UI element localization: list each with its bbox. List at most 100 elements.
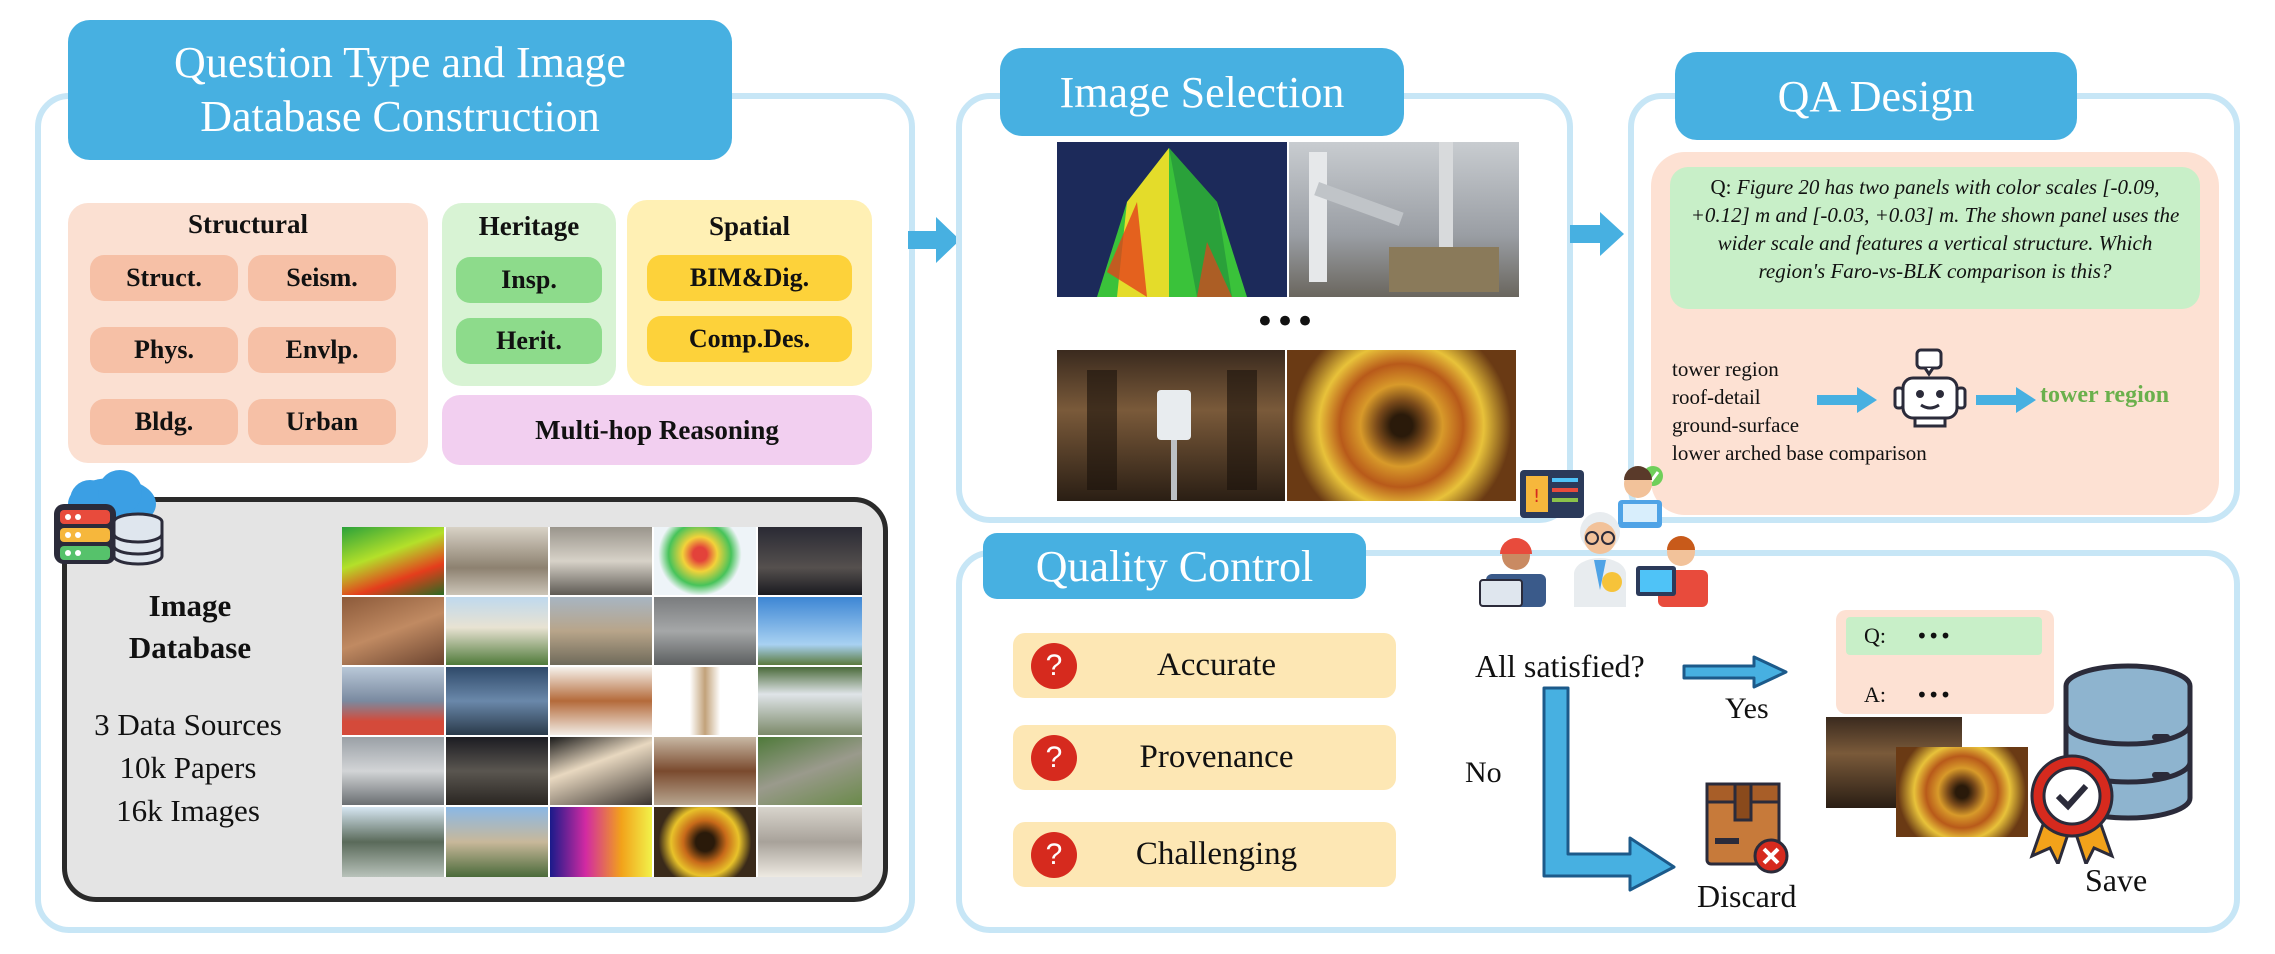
qa-question-prefix: Q: [1710, 175, 1732, 199]
grid-image [758, 597, 862, 665]
chip-bim-dig: BIM&Dig. [647, 255, 852, 301]
selected-image-robot-arms [1289, 142, 1519, 297]
qa-option: tower region [1672, 357, 1779, 381]
arrow-yes [1682, 654, 1790, 690]
save-label: Save [2085, 862, 2148, 898]
selected-image-tower-scan [1057, 142, 1287, 297]
saved-image-tunnel [1896, 747, 2028, 837]
grid-image [342, 527, 444, 595]
quality-title: Quality Control [983, 533, 1366, 599]
question-mark-icon: ? [1031, 734, 1077, 781]
heritage-category: Heritage Insp. Herit. [442, 203, 616, 386]
database-stats: 3 Data Sources 10k Papers 16k Images [68, 703, 308, 832]
arrow-to-qa [1570, 210, 1626, 258]
chip-envlp: Envlp. [248, 327, 396, 373]
grid-image [758, 527, 862, 595]
grid-image [550, 597, 652, 665]
cloud-database-icon [50, 470, 170, 580]
grid-image [342, 667, 444, 735]
qa-option: lower arched base comparison [1672, 441, 1927, 465]
image-grid [342, 527, 862, 877]
structural-title: Structural [188, 209, 308, 239]
qa-answer: tower region [2040, 382, 2170, 408]
criterion-accurate: ? Accurate [1013, 633, 1396, 698]
no-label: No [1465, 756, 1502, 789]
grid-image [654, 667, 756, 735]
stat-papers: 10k Papers [119, 750, 257, 785]
saved-q-dots: ••• [1916, 624, 1952, 648]
grid-image [550, 807, 652, 877]
arrow-to-robot [1817, 386, 1879, 414]
grid-image [446, 667, 548, 735]
arrow-no [1530, 684, 1680, 894]
selected-image-tunnel-scan [1287, 350, 1516, 501]
structural-category: Structural Struct. Seism. Phys. Envlp. B… [68, 203, 428, 463]
grid-image [654, 527, 756, 595]
chip-phys: Phys. [90, 327, 238, 373]
svg-text:!: ! [1533, 486, 1540, 507]
grid-image [758, 807, 862, 877]
grid-image [342, 737, 444, 805]
grid-image [654, 807, 756, 877]
chip-insp: Insp. [456, 257, 602, 303]
qa-question-box: Q: Figure 20 has two panels with color s… [1670, 167, 2200, 309]
all-satisfied-question: All satisfied? [1475, 648, 1645, 684]
grid-image [446, 737, 548, 805]
qa-option: roof-detail [1672, 385, 1761, 409]
selection-title: Image Selection [1000, 48, 1404, 136]
grid-image [342, 597, 444, 665]
arrow-to-answer [1976, 386, 2038, 414]
construction-title: Question Type and Image Database Constru… [68, 20, 732, 160]
grid-image [342, 807, 444, 877]
grid-image [654, 737, 756, 805]
stat-data-sources: 3 Data Sources [94, 707, 282, 742]
review-team-icon: ! [1478, 462, 1723, 607]
yes-label: Yes [1725, 692, 1769, 725]
database-title-line1: Image [148, 588, 232, 623]
saved-a-dots: ••• [1916, 683, 1952, 707]
grid-image [446, 597, 548, 665]
saved-q-label: Q: [1864, 623, 1886, 648]
stat-images: 16k Images [116, 793, 260, 828]
spatial-category: Spatial BIM&Dig. Comp.Des. [627, 200, 872, 386]
database-title: Image Database [110, 585, 270, 669]
selected-image-church-scanner [1057, 350, 1285, 501]
chip-seism: Seism. [248, 255, 396, 301]
question-mark-icon: ? [1031, 642, 1077, 689]
construction-title-line1: Question Type and Image [174, 38, 626, 87]
chip-comp-des: Comp.Des. [647, 316, 852, 362]
arrow-to-selection [908, 215, 962, 265]
spatial-title: Spatial [708, 211, 791, 241]
approved-badge-icon [2024, 752, 2120, 868]
grid-image [550, 667, 652, 735]
grid-image [758, 737, 862, 805]
criterion-label: Challenging [1135, 836, 1298, 872]
qa-question-text: Figure 20 has two panels with color scal… [1690, 175, 2180, 283]
grid-image [550, 527, 652, 595]
qa-options: tower region roof-detail ground-surface … [1672, 355, 1927, 467]
criterion-label: Provenance [1139, 739, 1294, 775]
chip-urban: Urban [248, 399, 396, 445]
question-mark-icon: ? [1031, 831, 1077, 878]
grid-image [446, 527, 548, 595]
chip-herit: Herit. [456, 318, 602, 364]
qa-title: QA Design [1675, 52, 2077, 140]
criterion-label: Accurate [1156, 647, 1277, 683]
robot-icon [1893, 348, 1967, 428]
grid-image [654, 597, 756, 665]
construction-title-line2: Database Construction [200, 92, 600, 141]
qa-option: ground-surface [1672, 413, 1800, 437]
saved-a-label: A: [1864, 682, 1886, 707]
database-title-line2: Database [128, 630, 252, 665]
selection-ellipsis: ••• [1254, 302, 1316, 342]
grid-image [550, 737, 652, 805]
heritage-title: Heritage [478, 211, 580, 241]
chip-struct: Struct. [90, 255, 238, 301]
multihop-reasoning: Multi-hop Reasoning [442, 395, 872, 465]
saved-q-row: Q: ••• [1846, 617, 2042, 655]
criterion-provenance: ? Provenance [1013, 725, 1396, 790]
grid-image [446, 807, 548, 877]
grid-image [758, 667, 862, 735]
discard-box-icon [1703, 780, 1795, 876]
saved-a-row: A: ••• [1846, 678, 2042, 712]
